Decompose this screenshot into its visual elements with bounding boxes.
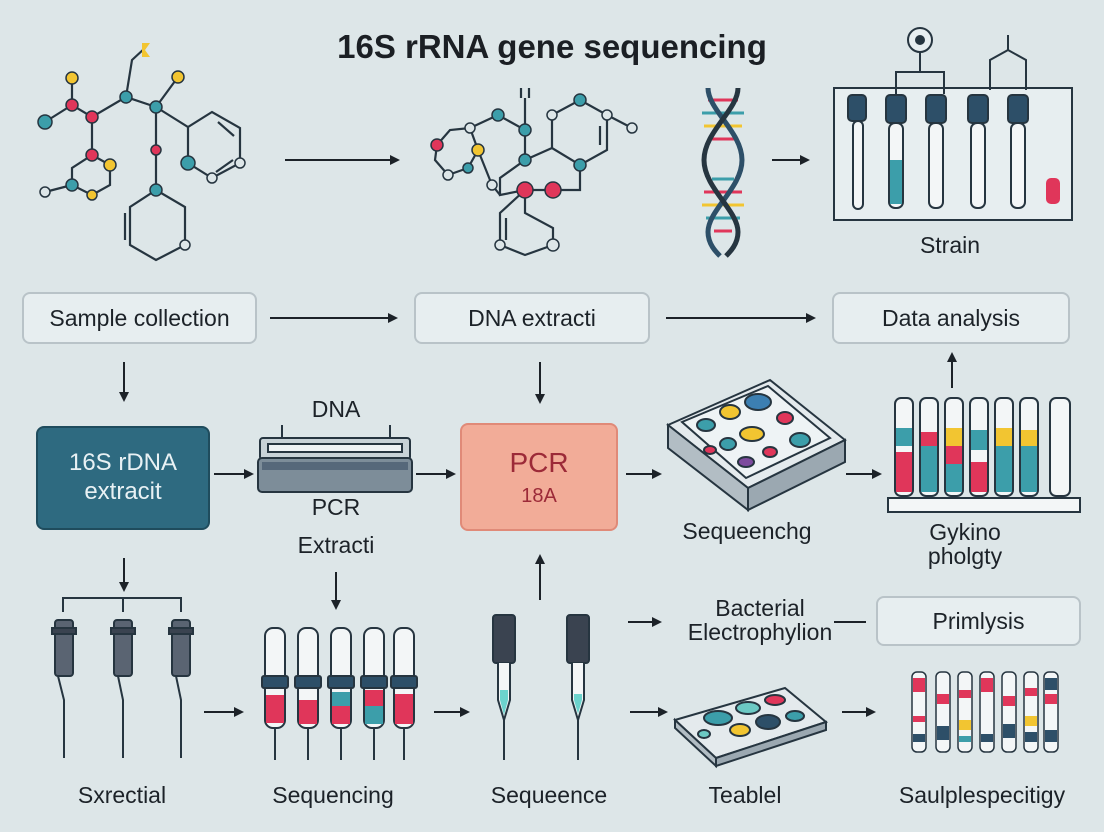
- petri-plate-icon: [673, 686, 829, 769]
- pcr-box: PCR 18A: [460, 423, 618, 531]
- electrophoresis-tubes-icon: [261, 627, 418, 760]
- molecule-atoms: [37, 43, 246, 251]
- bottom-label-5: Saulplespecitigy: [898, 782, 1066, 808]
- page-title: 16S rRNA gene sequencing: [337, 28, 767, 65]
- bottom-label-4: Teablel: [708, 782, 782, 808]
- pcr-machine-icon: [257, 425, 413, 493]
- pcr-title: PCR: [509, 446, 569, 478]
- machine-label-extract: Extracti: [297, 532, 375, 558]
- dna-helix-icon: [701, 87, 745, 258]
- machine-top-label: DNA: [311, 396, 361, 422]
- bottom-label-1: Sxrectial: [77, 782, 167, 808]
- primlysis-box: Primlysis: [876, 596, 1081, 646]
- machine-label-pcr: PCR: [311, 494, 361, 520]
- pipette-icon: [51, 597, 194, 758]
- bottom-label-2: Sequencing: [272, 782, 394, 808]
- data-analysis-box: Data analysis: [832, 292, 1070, 344]
- rdna-extraction-box: 16S rDNA extracit: [36, 426, 210, 530]
- arrow-icon: [119, 155, 957, 717]
- strain-label: Strain: [919, 232, 981, 258]
- electrophoresis-tubes-icon: [911, 671, 1059, 753]
- molecule-atoms: [430, 93, 638, 252]
- dna-extraction-box: DNA extracti: [414, 292, 650, 344]
- pcr-subtitle: 18A: [521, 484, 557, 507]
- bacterial-label: Bacterial Electrophylion: [687, 595, 833, 646]
- electrophoresis-tubes-icon: [887, 397, 1081, 513]
- sequencing-plate-icon: [666, 378, 847, 513]
- pipette-icon: [492, 614, 590, 760]
- plate-label: Sequeenchg: [682, 518, 812, 544]
- sample-collection-box: Sample collection: [22, 292, 257, 344]
- bottom-label-3: Sequeence: [490, 782, 608, 808]
- rack-label: Gykino pholgty: [927, 519, 1003, 570]
- test-tube-rack-icon: [833, 27, 1073, 221]
